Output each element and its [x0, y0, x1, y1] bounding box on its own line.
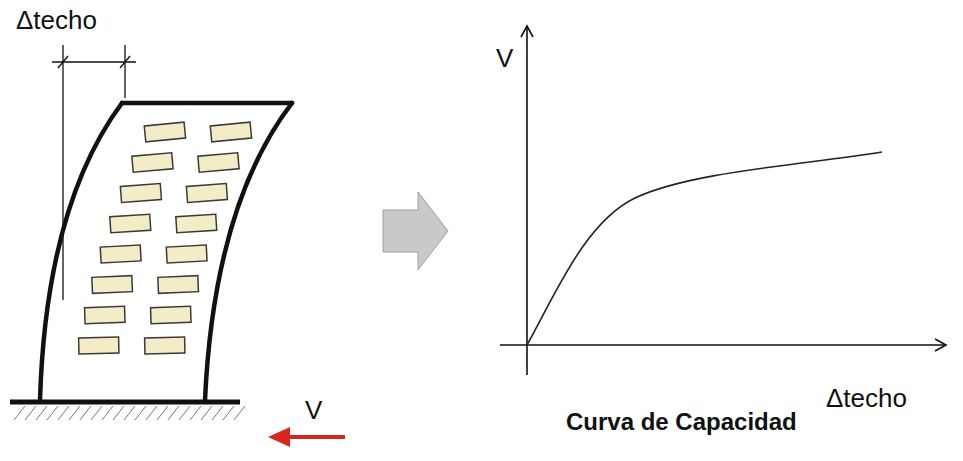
ground-hatch — [179, 406, 190, 420]
ground-support — [10, 402, 245, 420]
ground-hatch — [25, 406, 36, 420]
ground-hatch — [157, 406, 168, 420]
window — [144, 122, 185, 142]
drift-label: Δtecho — [16, 6, 97, 35]
base-shear-arrow — [268, 427, 345, 447]
window — [151, 306, 192, 323]
capacity-curve — [527, 152, 882, 345]
window — [176, 214, 217, 233]
ground-hatch — [36, 406, 47, 420]
ground-hatch — [190, 406, 201, 420]
ground-hatch — [135, 406, 146, 420]
ground-hatch — [234, 406, 245, 420]
ground-hatch — [223, 406, 234, 420]
ground-hatch — [47, 406, 58, 420]
window — [186, 184, 227, 203]
chart-axes — [500, 26, 946, 375]
chart-title: Curva de Capacidad — [566, 409, 797, 435]
window — [210, 122, 251, 142]
window — [110, 214, 151, 233]
window — [166, 245, 207, 263]
window — [100, 245, 141, 263]
ground-hatch — [113, 406, 124, 420]
ground-hatch — [80, 406, 91, 420]
window — [79, 337, 119, 354]
window — [85, 306, 126, 323]
force-label: V — [305, 396, 322, 425]
ground-hatch — [146, 406, 157, 420]
ground-hatch — [14, 406, 25, 420]
ground-hatch — [212, 406, 223, 420]
ground-hatch — [124, 406, 135, 420]
window — [198, 153, 239, 172]
window — [158, 276, 199, 294]
transition-arrow — [383, 192, 448, 270]
window — [120, 184, 161, 203]
window — [92, 276, 133, 294]
ground-hatch — [102, 406, 113, 420]
ground-hatch — [168, 406, 179, 420]
window — [145, 337, 185, 354]
deformed-building — [40, 103, 292, 400]
building-windows — [79, 122, 252, 354]
ground-hatch — [201, 406, 212, 420]
ground-hatch — [58, 406, 69, 420]
ground-hatch — [91, 406, 102, 420]
ground-hatch — [69, 406, 80, 420]
window — [132, 153, 173, 172]
axis-label: V — [496, 44, 513, 73]
axis-label: Δtecho — [826, 384, 907, 413]
